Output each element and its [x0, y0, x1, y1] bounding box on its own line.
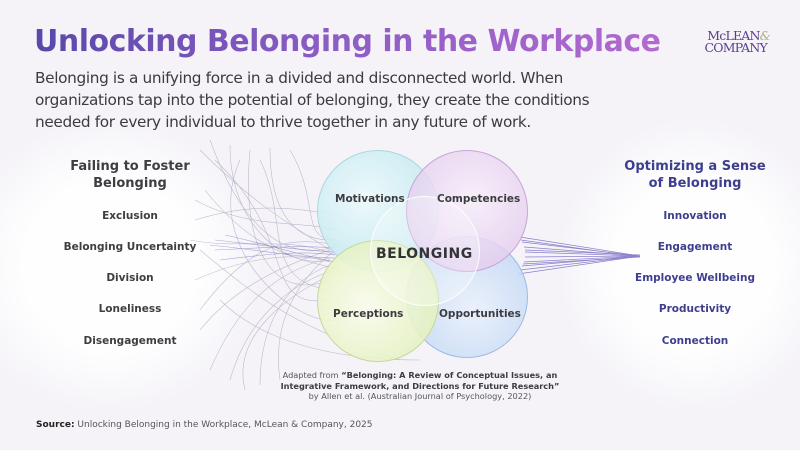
citation-title: “Belonging: A Review of Conceptual Issue…: [280, 370, 560, 391]
failing-item: Exclusion: [102, 210, 158, 222]
company-logo: McLEAN& COMPANY: [690, 28, 771, 55]
optimizing-item: Innovation: [663, 210, 727, 222]
source-text: Unlocking Belonging in the Workplace, Mc…: [74, 420, 373, 430]
logo-line2: COMPANY: [704, 40, 768, 55]
failing-item: Belonging Uncertainty: [63, 241, 197, 253]
belonging-label: BELONGING: [376, 246, 473, 262]
source-label: Source:: [36, 420, 75, 430]
page-title: Unlocking Belonging in the Workplace: [34, 24, 661, 59]
chaotic-lines-left-purple: [209, 234, 336, 263]
optimizing-heading: Optimizing a Sense of Belonging: [624, 159, 766, 191]
competencies-label: Competencies: [437, 193, 521, 205]
logo-line1: McLEAN: [707, 28, 760, 43]
opportunities-label: Opportunities: [439, 308, 521, 320]
failing-item: Division: [106, 272, 154, 284]
optimizing-item: Engagement: [657, 241, 733, 253]
failing-item: Loneliness: [98, 303, 162, 315]
right-glow: [560, 120, 800, 410]
optimizing-item: Connection: [661, 335, 729, 347]
failing-item: Disengagement: [83, 335, 177, 347]
converging-lines-right: [517, 236, 641, 275]
failing-heading: Failing to Foster Belonging: [70, 159, 190, 191]
left-glow: [0, 120, 260, 410]
source-footer: Source: Unlocking Belonging in the Workp…: [36, 420, 373, 430]
optimizing-item: Productivity: [658, 303, 732, 315]
belonging-center-circle: [370, 196, 480, 306]
logo-ampersand: &: [759, 28, 771, 43]
citation-prefix: Adapted from: [282, 370, 342, 380]
optimizing-column: Optimizing a Sense of Belonging Innovati…: [605, 158, 785, 347]
failing-column: Failing to Foster Belonging Exclusion Be…: [40, 158, 220, 347]
perceptions-label: Perceptions: [333, 308, 404, 320]
citation-authors: by Allen et al. (Australian Journal of P…: [308, 391, 532, 401]
motivations-label: Motivations: [335, 193, 405, 205]
citation: Adapted from “Belonging: A Review of Con…: [275, 370, 565, 402]
optimizing-item: Employee Wellbeing: [635, 272, 755, 284]
intro-paragraph: Belonging is a unifying force in a divid…: [35, 69, 590, 131]
